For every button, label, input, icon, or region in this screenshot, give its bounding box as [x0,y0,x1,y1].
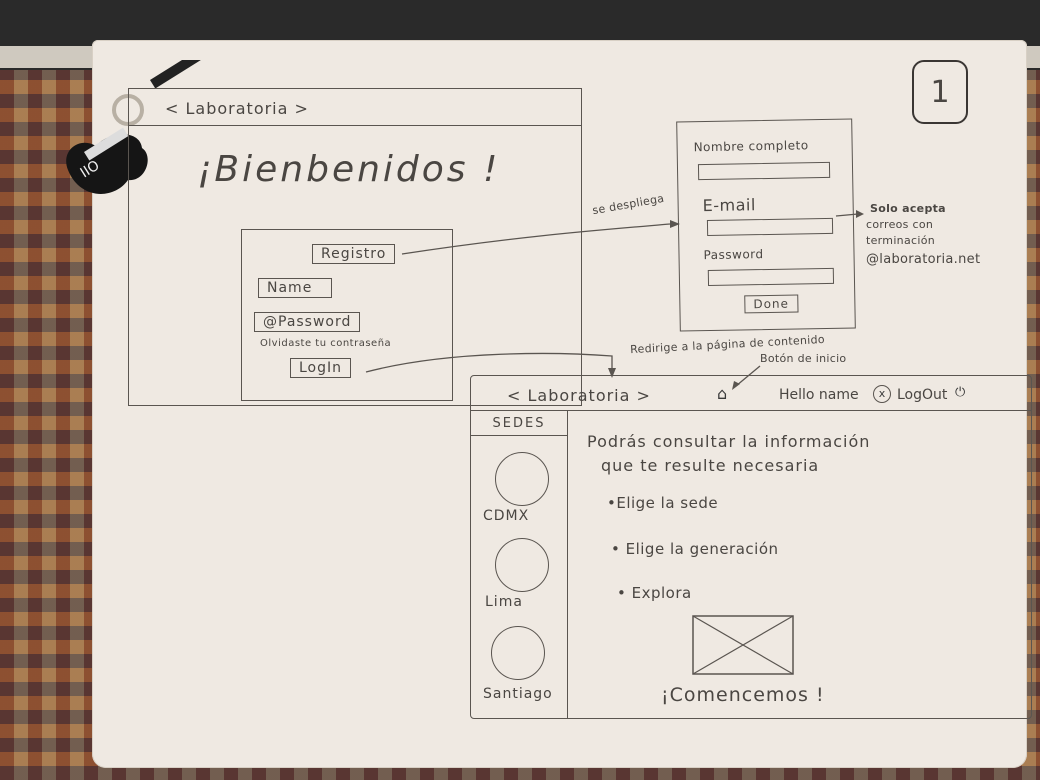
step-choose-sede: •Elige la sede [607,494,719,512]
password-input[interactable]: @Password [254,312,361,332]
intro-line-2: que te resulte necesaria [601,456,820,475]
greeting: Hello name [779,387,859,403]
email-rule-line-4: @laboratoria.net [866,252,981,267]
close-icon[interactable]: x [873,385,891,403]
login-panel: Registro Name @Password Olvidaste tu con… [241,229,453,401]
welcome-screen-frame: < Laboratoria > ¡Bienbenidos ! Registro … [128,88,582,406]
power-icon[interactable]: ⏻ [955,385,966,400]
sidebar-title: SEDES [471,416,567,436]
sede-santiago-label[interactable]: Santiago [483,686,553,702]
main-brand-logo[interactable]: < Laboratoria > [507,386,651,405]
sede-cdmx-avatar[interactable] [495,452,549,506]
email-rule-line-2: correos con [866,218,934,231]
image-placeholder-icon [692,615,794,675]
welcome-header: < Laboratoria > [129,89,581,126]
email-rule-line-1: Solo acepta [870,202,946,215]
sedes-sidebar: SEDES CDMX Lima Santiago [471,410,568,718]
step-choose-generation: • Elige la generación [611,540,779,558]
page-number: 1 [912,60,968,124]
sede-lima-avatar[interactable] [495,538,549,592]
home-button-note: Botón de inicio [760,352,847,365]
email-rule-line-3: terminación [866,234,935,247]
sede-lima-label[interactable]: Lima [485,594,523,610]
home-icon[interactable]: ⌂ [717,384,728,403]
step-explore: • Explora [617,584,692,602]
main-screen-frame: < Laboratoria > ⌂ Hello name x LogOut ⏻ … [470,375,1032,719]
intro-line-1: Podrás consultar la información [587,432,871,451]
call-to-action: ¡Comencemos ! [661,684,825,706]
welcome-title: ¡Bienbenidos ! [197,149,501,190]
logout-link[interactable]: LogOut [897,387,948,403]
login-button[interactable]: LogIn [290,358,352,378]
sede-cdmx-label[interactable]: CDMX [483,508,530,524]
guitar-keychain-icon: IIO [66,60,249,194]
register-button[interactable]: Registro [312,244,396,264]
forgot-password-link[interactable]: Olvidaste tu contraseña [260,338,392,349]
brand-logo[interactable]: < Laboratoria > [165,99,309,118]
name-input[interactable]: Name [258,278,332,298]
sede-santiago-avatar[interactable] [491,626,545,680]
sketch-paper [92,40,1027,768]
main-header: < Laboratoria > ⌂ Hello name x LogOut ⏻ [471,376,1031,411]
